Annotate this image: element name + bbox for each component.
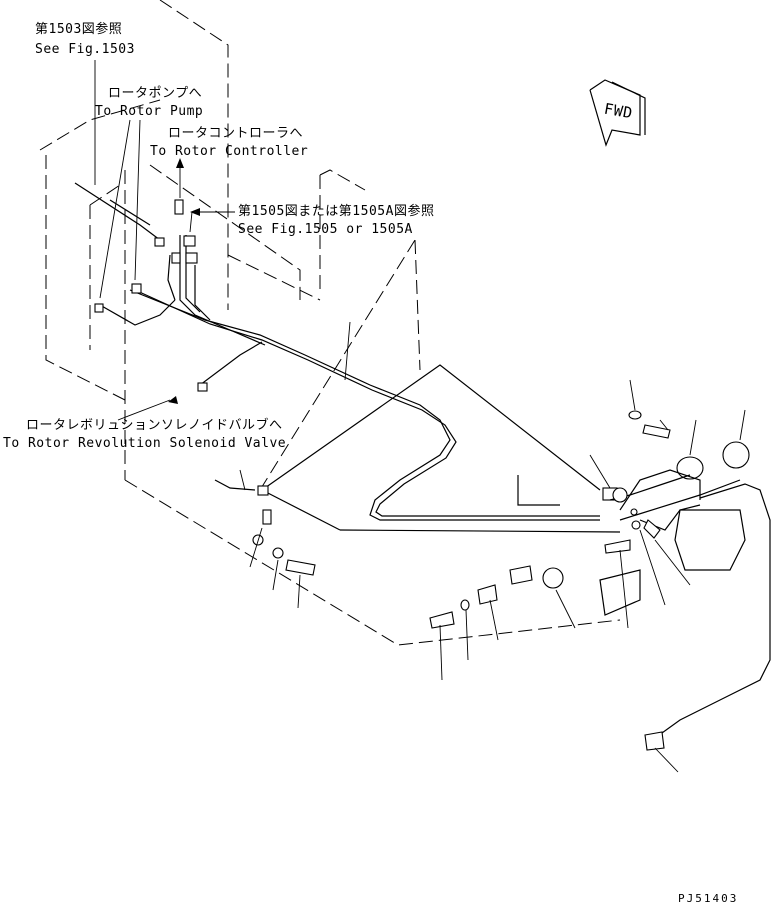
fig1503-label-en: See Fig.1503 bbox=[35, 42, 135, 57]
wire-harness bbox=[74, 182, 771, 739]
fwd-label: FWD bbox=[602, 99, 635, 123]
drawing-number: PJ51403 bbox=[678, 892, 739, 905]
fig1505-label-en: See Fig.1505 or 1505A bbox=[238, 222, 413, 237]
floor-plate bbox=[261, 364, 601, 531]
cab-outline bbox=[39, 0, 621, 646]
solenoid-label-jp: ロータレボリュションソレノイドバルブへ bbox=[26, 418, 283, 433]
fig1505-label-jp: 第1505図または第1505A図参照 bbox=[238, 204, 435, 219]
rotor-controller-label-en: To Rotor Controller bbox=[150, 144, 309, 159]
rotor-pump-label-en: To Rotor Pump bbox=[95, 104, 204, 119]
solenoid-label-en: To Rotor Revolution Solenoid Valve bbox=[3, 436, 287, 451]
rotor-controller-label-jp: ロータコントローラへ bbox=[168, 126, 304, 141]
rotor-pump-label-jp: ロータポンプへ bbox=[108, 86, 203, 101]
arrowheads bbox=[168, 158, 200, 404]
fig1503-label-jp: 第1503図参照 bbox=[35, 22, 123, 37]
control-assembly bbox=[252, 410, 750, 751]
